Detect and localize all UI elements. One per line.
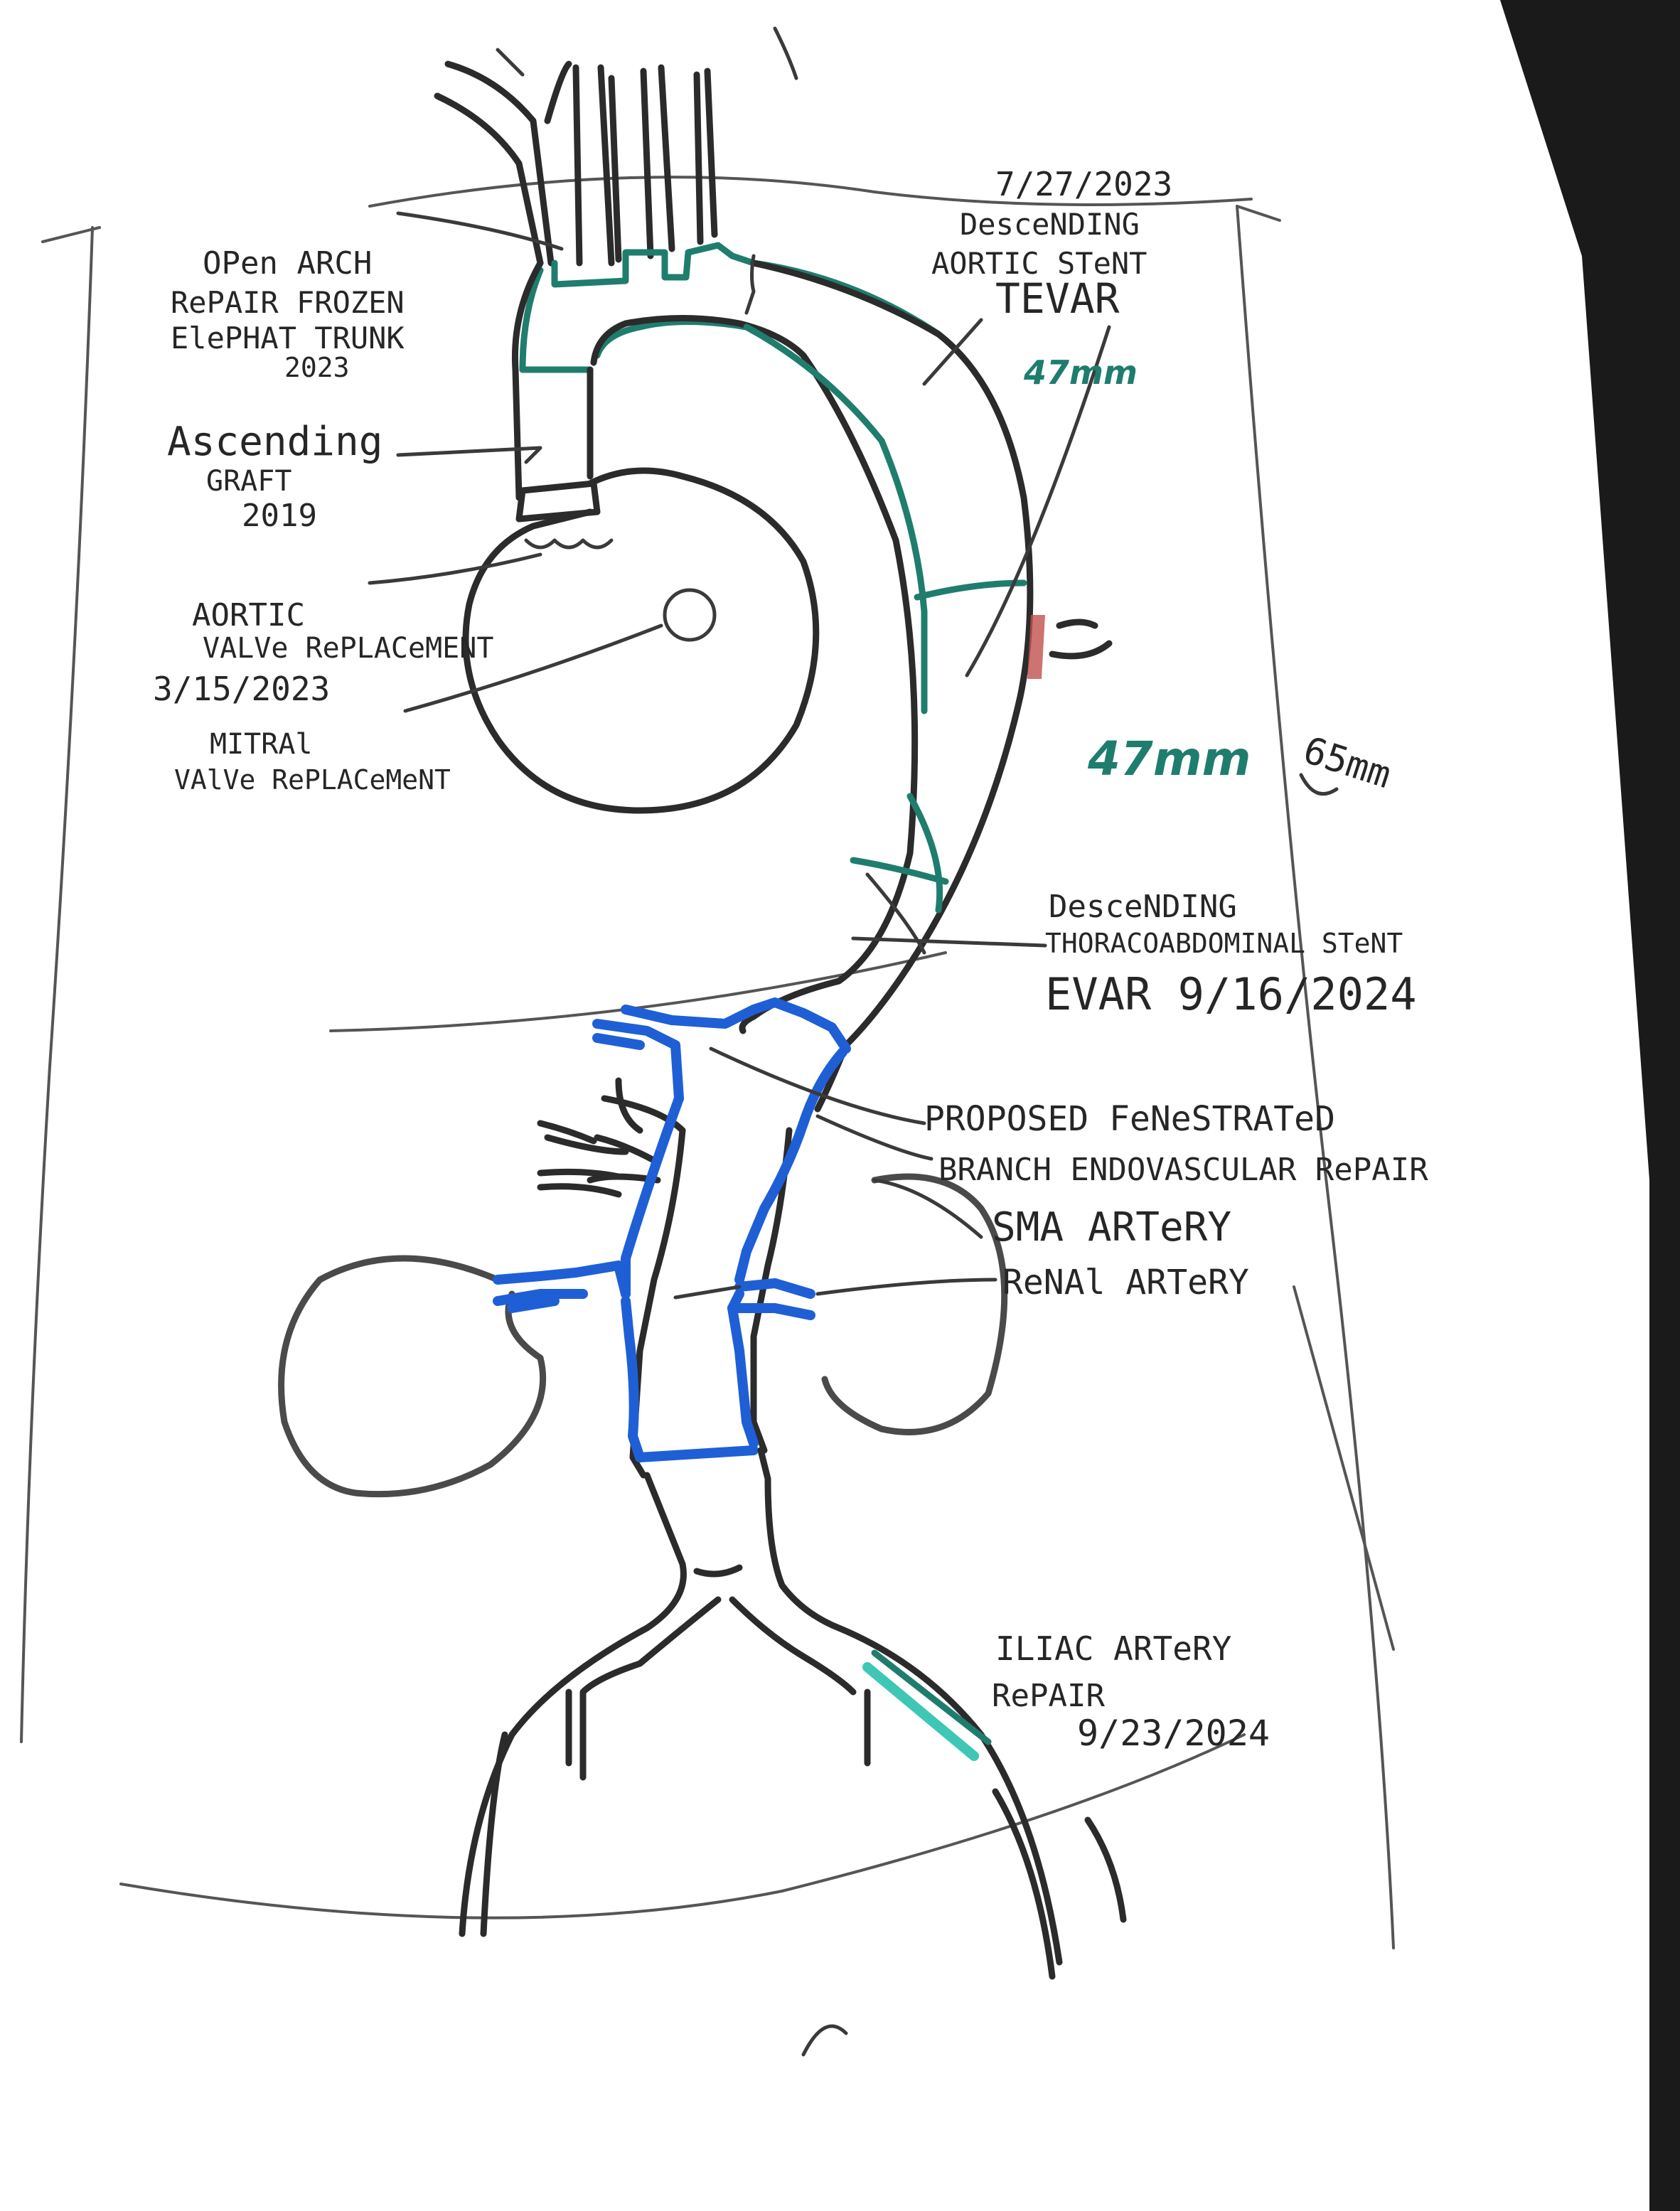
label-tevar-line2: DesceNDING bbox=[960, 207, 1140, 242]
label-iliac-line3: 9/23/2024 bbox=[1077, 1713, 1270, 1754]
frozen-elephant-trunk-stent bbox=[519, 242, 942, 373]
label-aortic-valve-line2: VALVe RePLACeMENT bbox=[203, 632, 493, 665]
label-tevar: 7/27/2023 DesceNDING AORTIC STeNT TEVAR bbox=[931, 165, 1172, 323]
label-arch-repair-line1: OPen ARCH bbox=[203, 245, 372, 282]
stray-marks bbox=[496, 26, 848, 2057]
label-ascending-graft-line2: GRAFT bbox=[206, 465, 291, 498]
label-arch-repair-line3: ElePHAT TRUNK bbox=[171, 321, 405, 355]
leader-lines bbox=[368, 211, 1339, 1300]
label-aortic-valve-line1: AORTIC bbox=[192, 597, 305, 633]
iliac-arteries bbox=[459, 1447, 1127, 1980]
arch-branches bbox=[434, 60, 718, 267]
label-evar-line2: THORACOABDOMINAL STeNT bbox=[1045, 928, 1403, 959]
label-sma-artery: SMA ARTeRY bbox=[992, 1204, 1231, 1251]
label-arch-repair-line4: 2023 bbox=[284, 352, 350, 383]
label-ascending-graft-line3: 2019 bbox=[242, 498, 317, 534]
label-measure-upper: 47mm bbox=[1023, 353, 1138, 392]
abdominal-aorta bbox=[537, 1042, 850, 1479]
label-evar-line3: EVAR 9/16/2024 bbox=[1045, 968, 1417, 1020]
label-mitral-valve-line1: MITRAl bbox=[210, 728, 313, 761]
label-tevar-line3: AORTIC STeNT bbox=[931, 246, 1147, 281]
proposed-fenestrated-repair bbox=[493, 997, 851, 1462]
label-arch-repair: OPen ARCH RePAIR FROZEN ElePHAT TRUNK 20… bbox=[171, 245, 405, 383]
label-iliac: ILIAC ARTeRY RePAIR 9/23/2024 bbox=[992, 1629, 1270, 1754]
scan-shadow bbox=[1500, 0, 1680, 2211]
label-ascending-graft-line1: Ascending bbox=[167, 419, 382, 465]
label-aortic-valve-line3: 3/15/2023 bbox=[153, 670, 330, 708]
label-renal-artery: ReNAl ARTeRY bbox=[1002, 1263, 1249, 1302]
aorta-outline bbox=[511, 254, 1034, 1049]
label-ascending-graft: Ascending GRAFT 2019 bbox=[167, 419, 382, 534]
label-tevar-line4: TEVAR bbox=[995, 274, 1120, 323]
label-evar: DesceNDING THORACOABDOMINAL STeNT EVAR 9… bbox=[1045, 889, 1417, 1020]
label-fenestrated-line2: BRANCH ENDOVASCULAR RePAIR bbox=[938, 1152, 1428, 1188]
label-aortic-valve: AORTIC VALVe RePLACeMENT 3/15/2023 bbox=[153, 597, 493, 708]
label-mitral-valve-line2: VAlVe RePLACeMeNT bbox=[174, 764, 451, 796]
label-iliac-line2: RePAIR bbox=[992, 1678, 1105, 1714]
label-mitral-valve: MITRAl VAlVe RePLACeMeNT bbox=[174, 728, 451, 796]
label-fenestrated: PROPOSED FeNeSTRATeD BRANCH ENDOVASCULAR… bbox=[924, 1099, 1428, 1188]
label-arch-repair-line2: RePAIR FROZEN bbox=[171, 285, 405, 320]
label-tevar-line1: 7/27/2023 bbox=[995, 165, 1172, 203]
label-iliac-line1: ILIAC ARTeRY bbox=[995, 1629, 1231, 1668]
aneurysm-marker bbox=[1027, 615, 1113, 679]
heart bbox=[462, 467, 820, 814]
kidneys bbox=[278, 1173, 1008, 1498]
label-measure-side: 65mm bbox=[1298, 729, 1396, 797]
label-evar-line1: DesceNDING bbox=[1049, 889, 1237, 925]
label-measure-lower: 47mm bbox=[1087, 732, 1251, 786]
label-fenestrated-line1: PROPOSED FeNeSTRATeD bbox=[924, 1099, 1335, 1139]
